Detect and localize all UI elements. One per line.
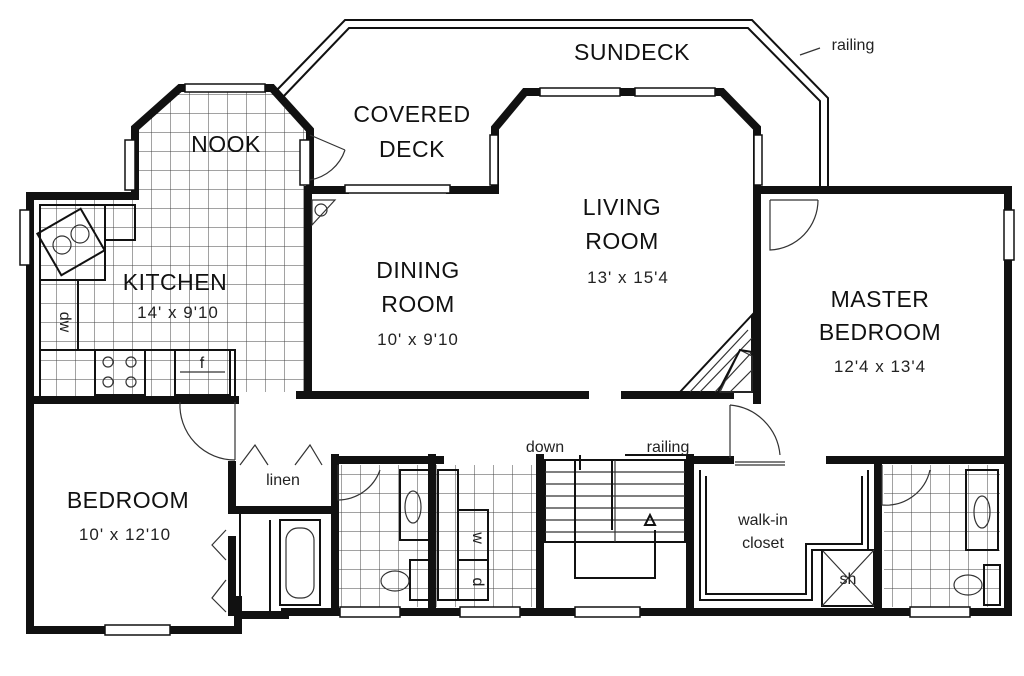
bedroom-dim: 10' x 12'10 bbox=[79, 525, 171, 544]
doors bbox=[179, 134, 931, 613]
sundeck-label: SUNDECK bbox=[574, 39, 690, 65]
kitchen-fixtures bbox=[35, 204, 236, 399]
bath-fixtures bbox=[279, 469, 1001, 607]
fireplace-icon bbox=[677, 312, 753, 393]
nook-label: NOOK bbox=[191, 131, 261, 157]
down-label: down bbox=[526, 439, 564, 456]
bedroom-label: BEDROOM bbox=[67, 487, 189, 513]
covered-deck-label-1: COVERED bbox=[353, 101, 470, 127]
dining-dim: 10' x 9'10 bbox=[377, 330, 459, 349]
dining-label-1: DINING bbox=[376, 257, 460, 283]
closet-shelving bbox=[699, 470, 869, 601]
covered-deck-label-2: DECK bbox=[379, 136, 445, 162]
dining-label-2: ROOM bbox=[381, 291, 455, 317]
windows bbox=[19, 83, 1015, 636]
living-label-1: LIVING bbox=[583, 194, 661, 220]
railing-stair-label: railing bbox=[647, 439, 690, 456]
railing-top-label: railing bbox=[832, 37, 875, 54]
master-label-1: MASTER bbox=[831, 286, 930, 312]
shower-label: sh bbox=[840, 571, 857, 588]
walkin-label-2: closet bbox=[742, 535, 784, 552]
tiled-floors bbox=[40, 88, 1000, 607]
living-dim: 13' x 15'4 bbox=[587, 268, 669, 287]
walkin-label-1: walk-in bbox=[737, 512, 788, 529]
interior-walls bbox=[26, 186, 1009, 616]
living-label-2: ROOM bbox=[585, 228, 659, 254]
dryer-label: d bbox=[469, 578, 486, 587]
stove-icon bbox=[94, 349, 146, 396]
room-labels: SUNDECK railing NOOK COVERED DECK KITCHE… bbox=[56, 37, 941, 588]
kitchen-dim: 14' x 9'10 bbox=[137, 303, 219, 322]
dishwasher-label: dw bbox=[56, 312, 73, 333]
washer-label: w bbox=[469, 531, 486, 544]
linen-label: linen bbox=[266, 472, 300, 489]
master-label-2: BEDROOM bbox=[819, 319, 941, 345]
bathtub-icon bbox=[279, 519, 321, 606]
sundeck-outline bbox=[274, 19, 829, 190]
fridge-label: f bbox=[200, 355, 205, 372]
sink-icon bbox=[35, 207, 107, 277]
stairs bbox=[544, 454, 690, 579]
master-dim: 12'4 x 13'4 bbox=[834, 357, 926, 376]
kitchen-label: KITCHEN bbox=[123, 269, 227, 295]
